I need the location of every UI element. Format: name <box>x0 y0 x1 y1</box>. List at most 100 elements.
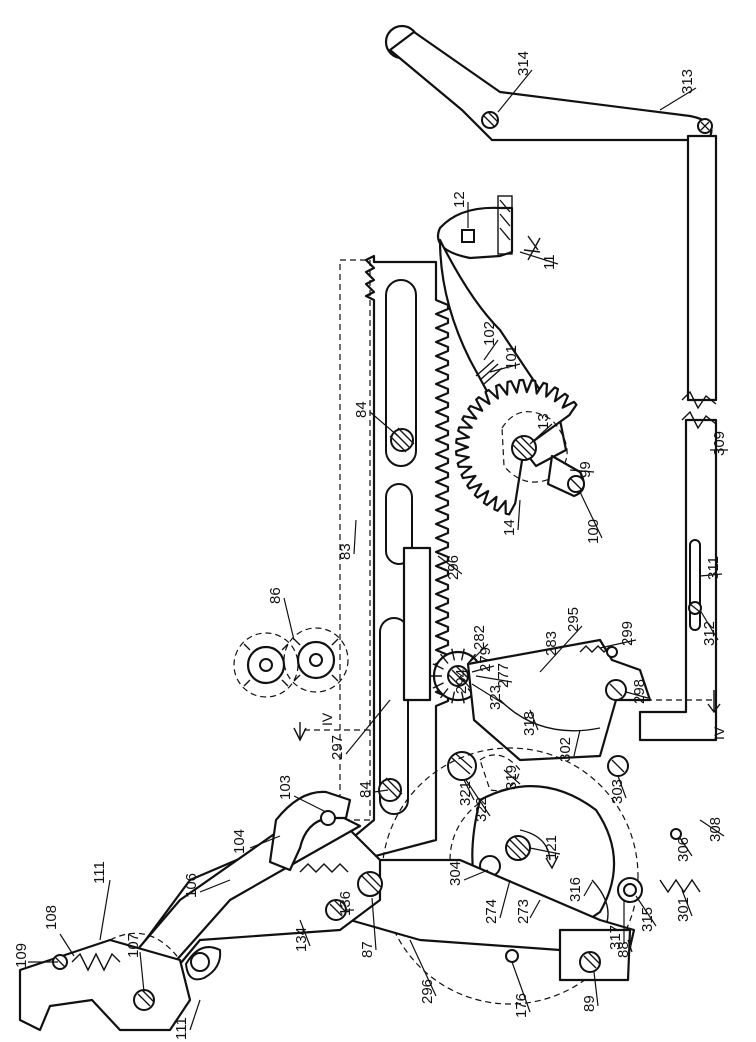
leader-line <box>659 87 697 111</box>
section-mark-iv: IV <box>319 712 335 726</box>
leader-line <box>483 339 499 361</box>
label-84: 84 <box>357 781 374 798</box>
label-283: 283 <box>543 631 560 656</box>
leader-line <box>369 411 399 437</box>
label-134: 134 <box>293 927 310 952</box>
label-274: 274 <box>483 899 500 924</box>
label-306: 306 <box>675 837 692 862</box>
leader-line <box>463 869 489 881</box>
leader-line <box>679 837 693 857</box>
leader-line <box>699 573 723 577</box>
label-282: 282 <box>471 625 488 650</box>
leader-line <box>511 961 531 1013</box>
label-304: 304 <box>447 861 464 886</box>
plate-11 <box>497 195 513 255</box>
guide-83 <box>339 259 371 821</box>
leader-line <box>699 819 725 837</box>
label-312: 312 <box>701 621 718 646</box>
claw-assembly <box>18 932 192 1032</box>
label-322: 322 <box>473 797 490 822</box>
label-103: 103 <box>277 775 294 800</box>
slot-middle <box>385 483 413 565</box>
label-279: 279 <box>477 647 494 672</box>
pin-306 <box>670 828 682 840</box>
leader-line <box>463 779 475 801</box>
leader-line <box>529 847 561 855</box>
label-84: 84 <box>353 401 370 418</box>
label-121: 121 <box>543 835 560 860</box>
label-104: 104 <box>231 829 248 854</box>
label-86: 86 <box>267 587 284 604</box>
leader-line <box>529 899 541 919</box>
leader-line <box>573 729 581 757</box>
leader-line <box>437 555 463 575</box>
label-89: 89 <box>581 995 598 1012</box>
gears-86 <box>233 627 349 698</box>
spring-299 <box>579 645 611 653</box>
leader-line <box>681 889 693 917</box>
leader-line <box>475 675 513 683</box>
leader-line <box>59 933 75 957</box>
label-88: 88 <box>615 941 632 958</box>
leader-line <box>353 519 357 555</box>
label-101: 101 <box>503 345 520 370</box>
leader-line <box>471 683 505 705</box>
leader-line <box>459 675 471 689</box>
spring-108 <box>71 952 121 972</box>
slot-lower <box>379 617 409 815</box>
rack-slide-83 <box>339 254 450 862</box>
label-317: 317 <box>607 925 624 950</box>
crank-lever-313 <box>388 30 713 142</box>
rack-296 <box>402 546 432 702</box>
label-111: 111 <box>91 861 108 884</box>
label-102: 102 <box>481 321 498 346</box>
leader-line <box>99 879 111 941</box>
label-136: 136 <box>337 891 354 916</box>
slot-311 <box>689 539 701 631</box>
leader-line <box>583 881 593 897</box>
leader-line <box>139 951 145 993</box>
label-83: 83 <box>337 543 354 560</box>
label-313: 313 <box>679 69 696 94</box>
leader-line <box>189 999 201 1031</box>
pinion-assembly <box>430 638 652 792</box>
label-316: 316 <box>567 877 584 902</box>
label-99: 99 <box>577 461 594 478</box>
leader-line <box>283 597 295 641</box>
leader-line <box>569 469 595 473</box>
leader-line <box>635 895 657 927</box>
leader-line <box>373 789 389 793</box>
label-299: 299 <box>619 621 636 646</box>
lower-bar-88 <box>348 858 636 982</box>
leader-line <box>293 795 327 813</box>
leader-line <box>469 643 489 663</box>
label-100: 100 <box>585 519 602 544</box>
leader-line <box>345 699 391 755</box>
label-296: 296 <box>445 555 462 580</box>
leader-line <box>503 769 521 785</box>
label-296: 296 <box>419 979 436 1004</box>
leader-line <box>529 423 553 445</box>
label-301: 301 <box>675 897 692 922</box>
leader-lines <box>28 69 728 1031</box>
label-318: 318 <box>521 711 538 736</box>
section-markers <box>293 690 721 742</box>
label-319: 319 <box>503 765 520 790</box>
leader-line <box>299 919 311 947</box>
spring-301 <box>659 878 701 894</box>
slot-upper <box>385 279 417 467</box>
label-277: 277 <box>495 663 512 688</box>
leader-line <box>517 499 521 531</box>
pin-322 <box>447 751 477 781</box>
leader-line <box>519 251 559 265</box>
label-12: 12 <box>451 191 468 208</box>
crank-arm-313 <box>384 24 713 142</box>
label-321: 321 <box>457 781 474 806</box>
label-13: 13 <box>535 413 552 430</box>
leader-line <box>529 709 539 731</box>
label-309: 309 <box>711 431 728 456</box>
leader-line <box>625 691 649 699</box>
leader-line <box>539 649 561 673</box>
